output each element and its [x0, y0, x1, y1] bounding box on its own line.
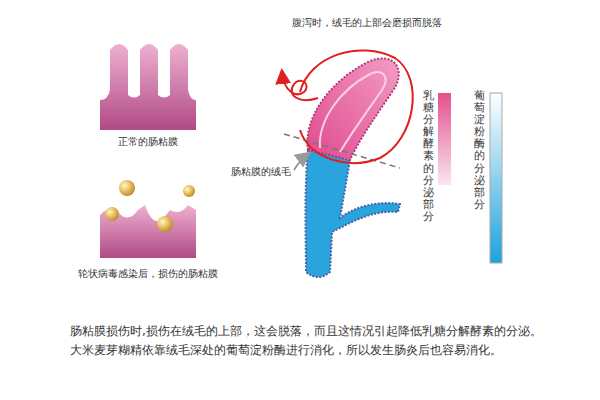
virus-particle	[183, 185, 195, 197]
lactase-bar	[438, 93, 451, 185]
villus-tip	[307, 58, 398, 160]
leader-arrow	[294, 154, 308, 170]
normal-mucosa	[100, 44, 196, 130]
annotation-label: 腹泻时，绒毛的上部会磨损而脱落	[292, 17, 442, 29]
annotation-label: 轮状病毒感染后，损伤的肠粘膜	[78, 268, 218, 280]
caption: 肠粘膜损伤时,损伤在绒毛的上部，这会脱落，而且这情况引起降低乳糖分解酵素的分泌。…	[70, 322, 542, 359]
glucoamylase-bar	[490, 93, 502, 263]
villus-base	[306, 150, 401, 277]
virus-particle	[119, 180, 135, 196]
legend-text: 葡萄淀粉酶的分泌部分	[474, 90, 485, 211]
virus-particle	[105, 207, 119, 221]
red-circle	[300, 50, 413, 163]
damaged-mucosa	[100, 205, 196, 258]
villus-inner	[320, 72, 386, 152]
virus-particle	[157, 216, 173, 232]
red-swirl	[282, 72, 318, 100]
annotation-label: 正常的肠粘膜	[118, 136, 178, 148]
legend-text: 乳糖分解酵素的分泌部分	[423, 90, 434, 223]
annotation-label: 肠粘膜的绒毛	[231, 166, 291, 178]
